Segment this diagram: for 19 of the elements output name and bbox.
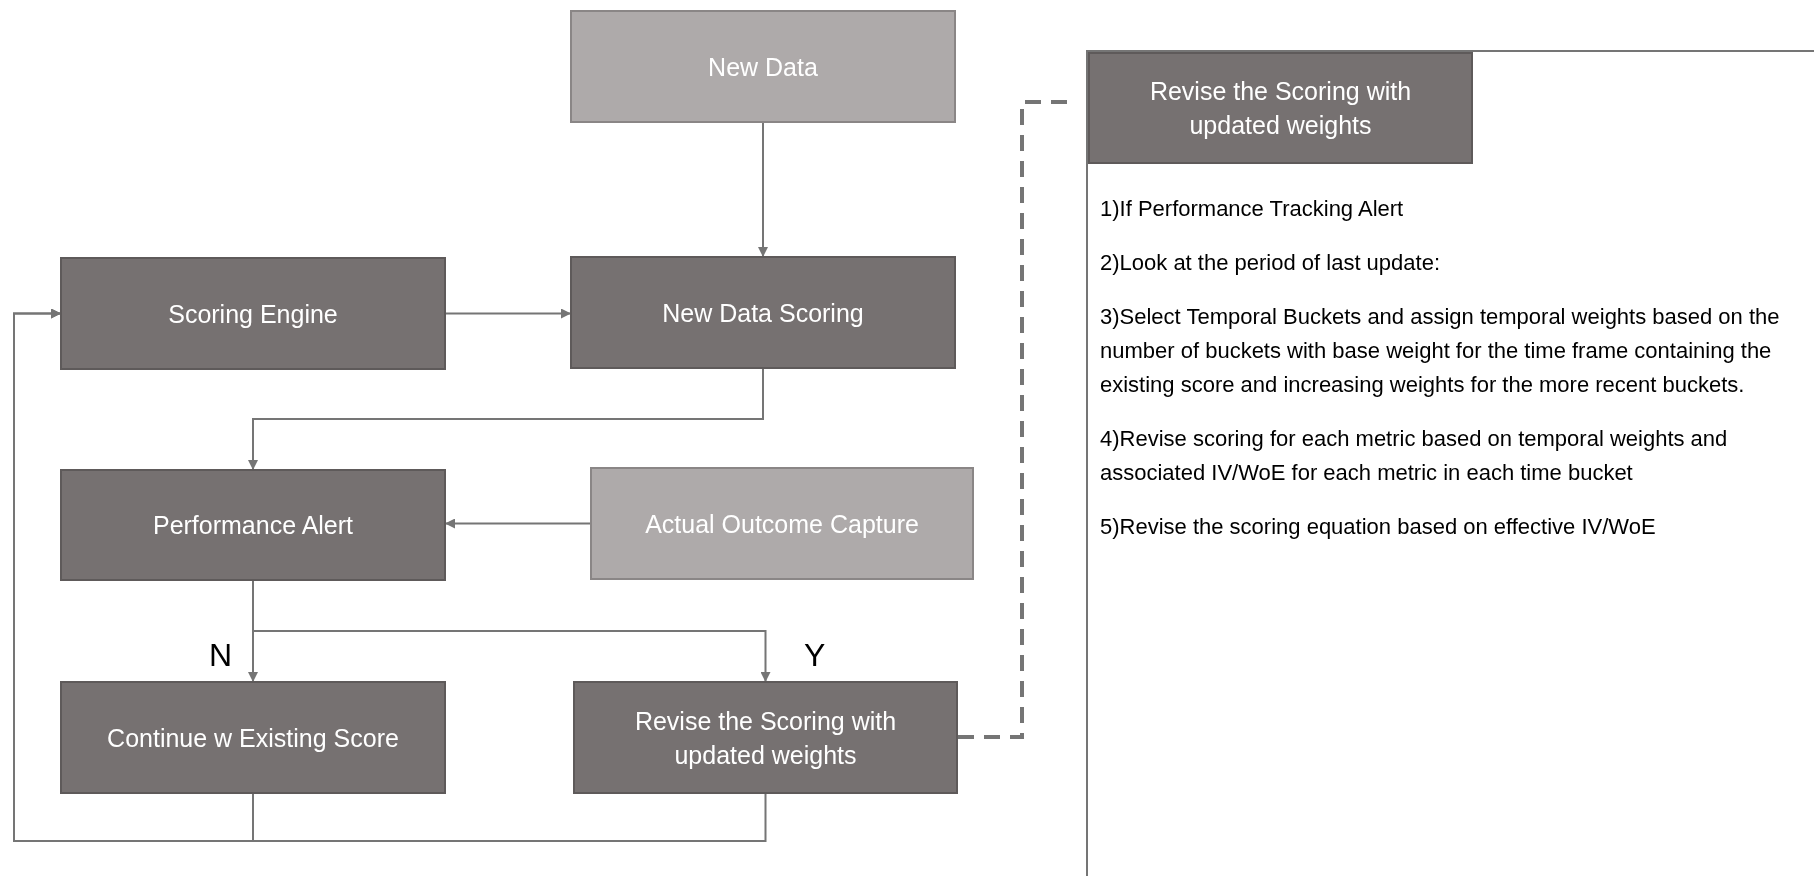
arrow xyxy=(13,308,767,842)
process-box: Actual Outcome Capture xyxy=(590,467,974,580)
step-text: 1)If Performance Tracking Alert xyxy=(1100,195,1405,223)
arrow xyxy=(758,122,768,257)
arrow xyxy=(445,518,591,529)
process-box: New Data xyxy=(570,10,956,123)
process-box: New Data Scoring xyxy=(570,256,956,369)
process-box: Scoring Engine xyxy=(60,257,446,370)
arrow xyxy=(248,368,764,470)
step-text: 3)Select Temporal Buckets and assign temporal weights based on the number of buckets with base weight for the time frame containing the existing score and increasing weights for the more recent buckets. xyxy=(1100,303,1781,399)
step-text: 4)Revise scoring for each metric based on temporal weights and associated IV/WoE for each metric in each time bucket xyxy=(1100,425,1729,487)
process-box: Performance Alert xyxy=(60,469,446,581)
process-box: Continue w Existing Score xyxy=(60,681,446,794)
step-text: 5)Revise the scoring equation based on effective IV/WoE xyxy=(1100,513,1657,541)
process-box: Revise the Scoring with updated weights xyxy=(573,681,958,794)
header-box: Revise the Scoring with updated weights xyxy=(1088,52,1473,164)
step-text: 2)Look at the period of last update: xyxy=(1100,249,1441,277)
notes-panel xyxy=(1086,50,1814,876)
arrow xyxy=(445,308,571,319)
